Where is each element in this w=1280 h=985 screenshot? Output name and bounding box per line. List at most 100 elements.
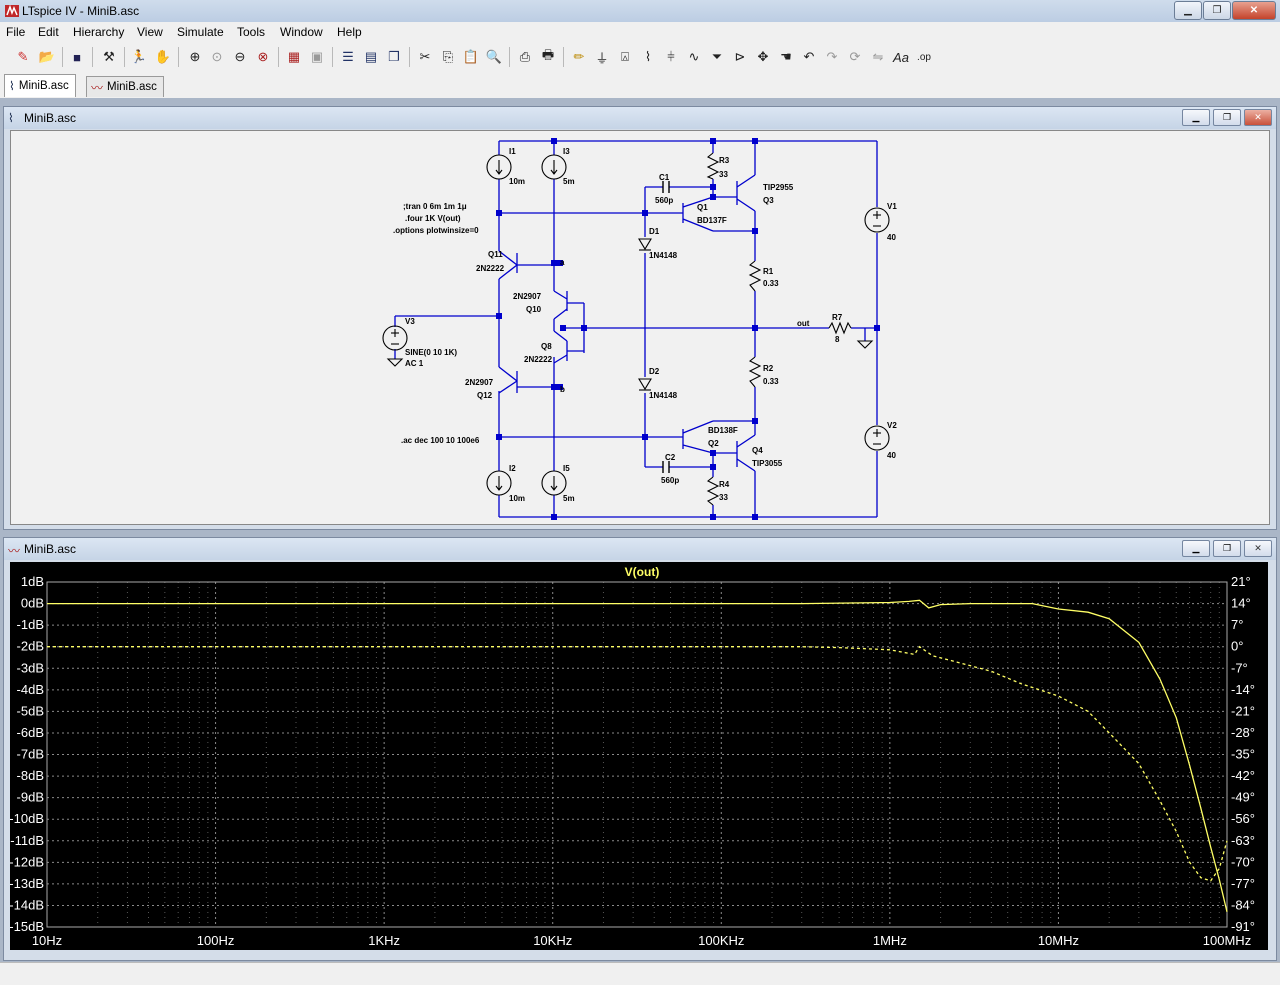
y-right-tick-label: -14° bbox=[1231, 682, 1255, 697]
label-v1: V1 bbox=[887, 202, 897, 211]
schematic-close-button[interactable]: ✕ bbox=[1244, 109, 1272, 126]
net-label-b: b bbox=[560, 385, 565, 394]
menu-help[interactable]: Help bbox=[337, 25, 362, 39]
save-icon[interactable]: ■ bbox=[73, 49, 81, 65]
value-c2: 560p bbox=[661, 476, 679, 485]
value-q4: TIP3055 bbox=[752, 459, 783, 468]
y-right-tick-label: 0° bbox=[1231, 639, 1243, 654]
inductor-icon[interactable]: ∿ bbox=[688, 49, 700, 64]
halt-icon[interactable]: ✋ bbox=[154, 49, 172, 64]
paste-icon[interactable]: 📋 bbox=[462, 49, 480, 64]
y-right-tick-label: -21° bbox=[1231, 703, 1255, 718]
mirror-icon[interactable]: ⇋ bbox=[872, 49, 884, 64]
resistor-icon[interactable]: ⌇ bbox=[644, 49, 652, 64]
y-right-tick-label: -42° bbox=[1231, 768, 1255, 783]
value-q3: TIP2955 bbox=[763, 183, 794, 192]
menu-hierarchy[interactable]: Hierarchy bbox=[73, 25, 125, 39]
text-icon[interactable]: Aa bbox=[893, 49, 909, 65]
hammer-icon[interactable]: ⚒ bbox=[103, 49, 115, 64]
plot-minimize-button[interactable]: ▁ bbox=[1182, 540, 1210, 557]
label-d1: D1 bbox=[649, 227, 660, 236]
copy-icon[interactable]: ⎘ bbox=[442, 49, 454, 64]
y-left-tick-label: 1dB bbox=[21, 574, 44, 589]
y-right-tick-label: -7° bbox=[1231, 660, 1248, 675]
autorange-icon[interactable]: ▦ bbox=[287, 49, 301, 64]
zoom-in-icon[interactable]: ⊕ bbox=[189, 49, 201, 64]
waveform-icon: 〰 bbox=[8, 544, 21, 558]
value-i2: 10m bbox=[509, 494, 525, 503]
print-setup-icon[interactable]: ⎙ bbox=[519, 49, 531, 64]
schematic-canvas[interactable]: ;tran 0 6m 1m 1μ .four 1K V(out) .option… bbox=[10, 130, 1270, 525]
voltage-sources bbox=[382, 207, 890, 451]
restore-button[interactable]: ❐ bbox=[1203, 1, 1231, 20]
diodes bbox=[638, 238, 652, 391]
menu-file[interactable]: File bbox=[6, 25, 26, 39]
y-left-tick-label: -2dB bbox=[17, 639, 44, 654]
label-q4: Q4 bbox=[752, 446, 763, 455]
value-r1: 0.33 bbox=[763, 279, 779, 288]
plot-maximize-button[interactable]: ❐ bbox=[1213, 540, 1241, 557]
y-right-tick-label: -63° bbox=[1231, 833, 1255, 848]
tile-vertical-icon[interactable]: ▤ bbox=[364, 49, 378, 64]
spice-directive-icon[interactable]: .op bbox=[917, 51, 931, 63]
capacitor-icon[interactable]: ⫩ bbox=[667, 49, 675, 64]
cut-icon[interactable]: ✂ bbox=[419, 49, 431, 64]
zoom-full-icon[interactable]: ▣ bbox=[310, 49, 324, 64]
diode-icon[interactable]: ⏷ bbox=[711, 49, 723, 64]
value-q11: 2N2222 bbox=[476, 264, 505, 273]
redo-icon[interactable]: ↷ bbox=[826, 49, 838, 64]
zoom-cancel-icon[interactable]: ⊗ bbox=[257, 49, 269, 64]
tab-waveform[interactable]: 〰 MiniB.asc bbox=[86, 76, 164, 97]
component-icon[interactable]: ⊳ bbox=[734, 49, 746, 64]
new-schematic-icon[interactable]: ✎ bbox=[17, 49, 29, 64]
move-icon[interactable]: ✥ bbox=[757, 49, 769, 64]
schematic-window-title: MiniB.asc bbox=[24, 111, 77, 125]
minimize-button[interactable]: ▁ bbox=[1174, 1, 1202, 20]
value-r3: 33 bbox=[719, 170, 728, 179]
run-icon[interactable]: 🏃 bbox=[130, 49, 148, 64]
draw-wire-icon[interactable]: ✏ bbox=[573, 49, 585, 64]
menu-window[interactable]: Window bbox=[280, 25, 323, 39]
value-q8: 2N2222 bbox=[524, 355, 553, 364]
y-right-tick-label: -70° bbox=[1231, 854, 1255, 869]
label-q3: Q3 bbox=[763, 196, 774, 205]
y-right-tick-label: 21° bbox=[1231, 574, 1251, 589]
tab-schematic[interactable]: ⌇ MiniB.asc bbox=[4, 74, 76, 97]
zoom-out-icon[interactable]: ⊖ bbox=[234, 49, 246, 64]
print-icon[interactable]: 🖶 bbox=[541, 47, 555, 62]
phase-trace bbox=[47, 645, 1228, 882]
trace-label[interactable]: V(out) bbox=[625, 565, 660, 579]
y-left-tick-label: -4dB bbox=[17, 682, 44, 697]
plot-close-button[interactable]: ✕ bbox=[1244, 540, 1272, 557]
cascade-icon[interactable]: ❐ bbox=[388, 49, 400, 64]
value-r7: 8 bbox=[835, 335, 840, 344]
value-i3: 5m bbox=[563, 177, 575, 186]
zoom-pan-icon[interactable]: ⊙ bbox=[211, 49, 223, 64]
tile-horizontal-icon[interactable]: ☰ bbox=[342, 49, 354, 64]
directive-options: .options plotwinsize=0 bbox=[393, 226, 479, 235]
rotate-icon[interactable]: ⟳ bbox=[849, 49, 861, 64]
undo-icon[interactable]: ↶ bbox=[803, 49, 815, 64]
close-button[interactable]: ✕ bbox=[1232, 1, 1276, 20]
value-v3: SINE(0 10 1K) bbox=[405, 348, 457, 357]
menu-view[interactable]: View bbox=[137, 25, 163, 39]
value-i5: 5m bbox=[563, 494, 575, 503]
directive-ac: .ac dec 100 10 100e6 bbox=[401, 436, 480, 445]
schematic-minimize-button[interactable]: ▁ bbox=[1182, 109, 1210, 126]
label-net-icon[interactable]: ⍓ bbox=[621, 49, 629, 64]
y-right-tick-label: -84° bbox=[1231, 897, 1255, 912]
menu-edit[interactable]: Edit bbox=[38, 25, 59, 39]
plot-window-titlebar: 〰 MiniB.asc ▁ ❐ ✕ bbox=[4, 538, 1276, 560]
menu-simulate[interactable]: Simulate bbox=[177, 25, 224, 39]
label-v3: V3 bbox=[405, 317, 415, 326]
find-icon[interactable]: 🔍 bbox=[485, 49, 503, 64]
y-left-tick-label: -10dB bbox=[10, 811, 44, 826]
tab-label: MiniB.asc bbox=[18, 80, 69, 92]
drag-icon[interactable]: ☚ bbox=[780, 49, 792, 64]
schematic-maximize-button[interactable]: ❐ bbox=[1213, 109, 1241, 126]
label-c1: C1 bbox=[659, 173, 670, 182]
menu-tools[interactable]: Tools bbox=[237, 25, 266, 39]
ground-icon[interactable]: ⏚ bbox=[595, 50, 609, 66]
open-icon[interactable]: 📂 bbox=[38, 49, 56, 64]
